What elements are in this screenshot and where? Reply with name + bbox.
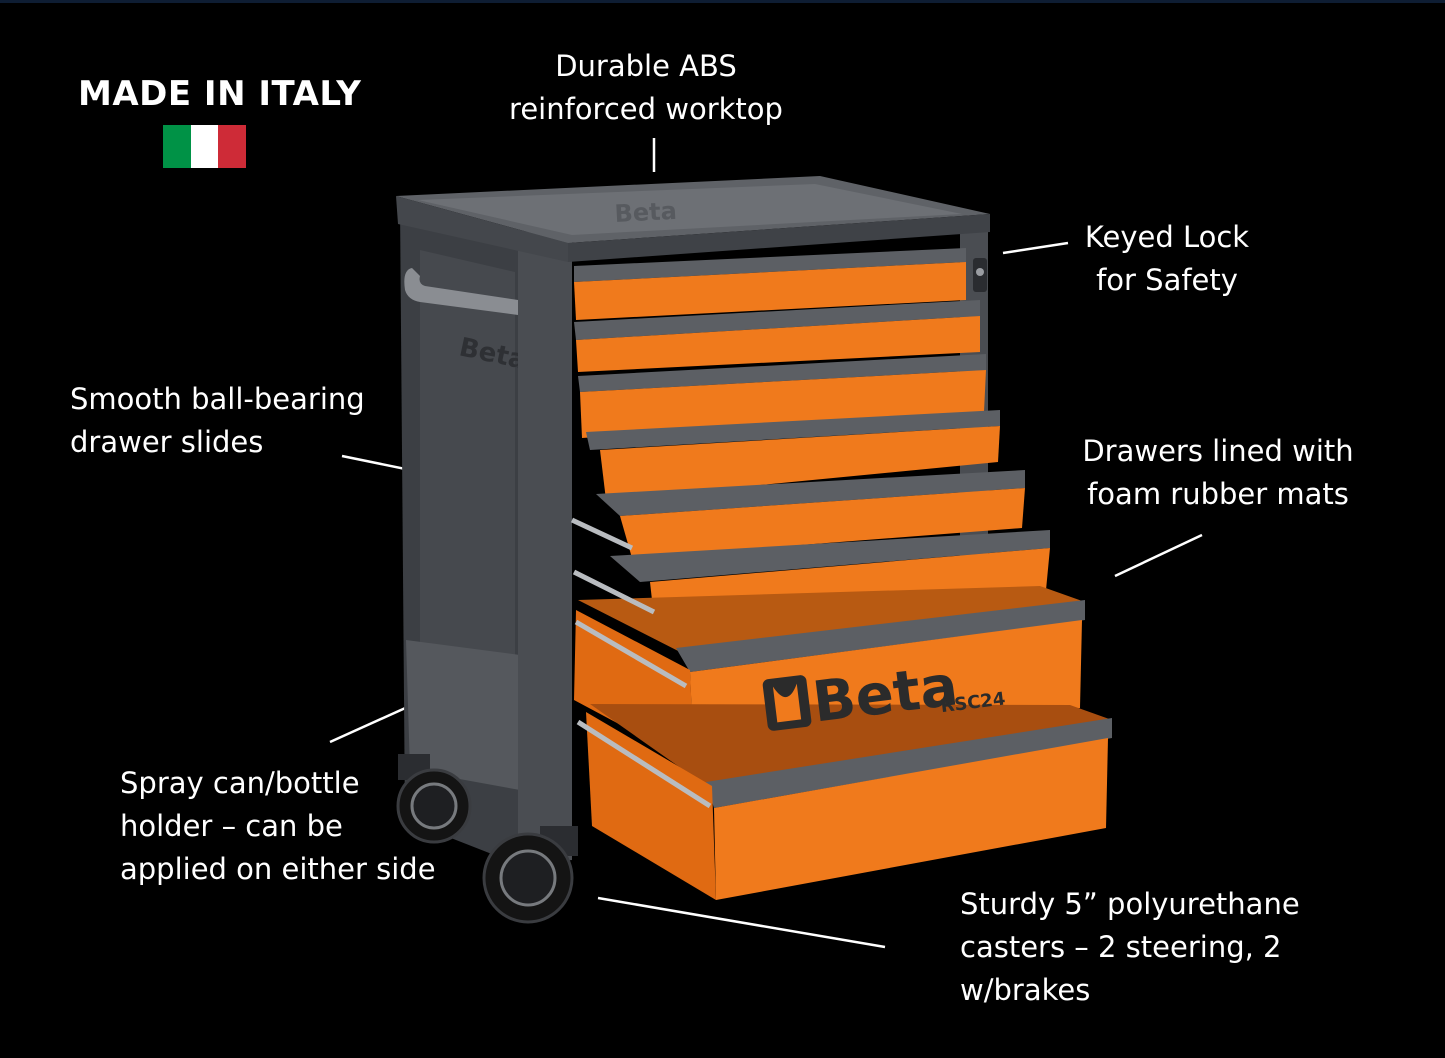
callout-slides: Smooth ball-bearing drawer slides (70, 378, 365, 464)
drawers (574, 248, 1112, 900)
flag-green-band (163, 125, 191, 168)
drawer-2 (574, 300, 980, 372)
worktop-side-edge (396, 196, 568, 262)
callout-line: Spray can/bottle (120, 766, 360, 800)
callout-worktop: Durable ABS reinforced worktop (500, 45, 792, 131)
drawer-4 (586, 410, 1000, 500)
callout-line: w/brakes (960, 973, 1091, 1007)
callout-line: casters – 2 steering, 2 (960, 930, 1282, 964)
callout-mats: Drawers lined with foam rubber mats (1072, 430, 1364, 516)
callout-line: holder – can be (120, 809, 343, 843)
italy-flag-icon (163, 125, 247, 168)
callout-line: foam rubber mats (1087, 477, 1349, 511)
holder-leader-line (329, 703, 413, 744)
drawer-slides (570, 517, 712, 809)
worktop-logo: Beta (614, 197, 678, 228)
callout-line: drawer slides (70, 425, 264, 459)
callout-line: reinforced worktop (509, 92, 783, 126)
drawer-8 (586, 704, 1112, 900)
callout-line: for Safety (1096, 263, 1238, 297)
callout-line: applied on either side (120, 852, 436, 886)
callout-line: Durable ABS (555, 49, 737, 83)
top-border (0, 0, 1445, 3)
callout-line: Sturdy 5” polyurethane (960, 887, 1300, 921)
callout-line: Smooth ball-bearing (70, 382, 365, 416)
worktop-front-edge (568, 214, 990, 262)
made-in-italy-label: MADE IN ITALY (78, 74, 362, 114)
casters (396, 754, 578, 924)
callout-line: Drawers lined with (1082, 434, 1354, 468)
mats-leader-line (1114, 533, 1203, 578)
worktop-inner (418, 184, 962, 235)
drawer-5 (596, 470, 1025, 558)
flag-white-band (190, 125, 219, 168)
drawer-3 (578, 354, 986, 438)
front-pillar (518, 230, 572, 866)
beta-logo-icon: Beta RSC24 (762, 653, 1007, 736)
drawer-1 (574, 248, 966, 320)
callout-casters: Sturdy 5” polyurethane casters – 2 steer… (960, 883, 1300, 1012)
callout-line: Keyed Lock (1084, 220, 1250, 254)
casters-leader-line (597, 896, 886, 949)
callout-lock: Keyed Lock for Safety (1075, 216, 1259, 302)
flag-red-band (218, 125, 247, 168)
callout-holder: Spray can/bottle holder – can be applied… (120, 762, 436, 891)
side-panel-shade (420, 250, 515, 700)
lock-leader-line (1002, 241, 1069, 255)
side-handle (404, 268, 518, 315)
bottle-holder (406, 640, 520, 790)
